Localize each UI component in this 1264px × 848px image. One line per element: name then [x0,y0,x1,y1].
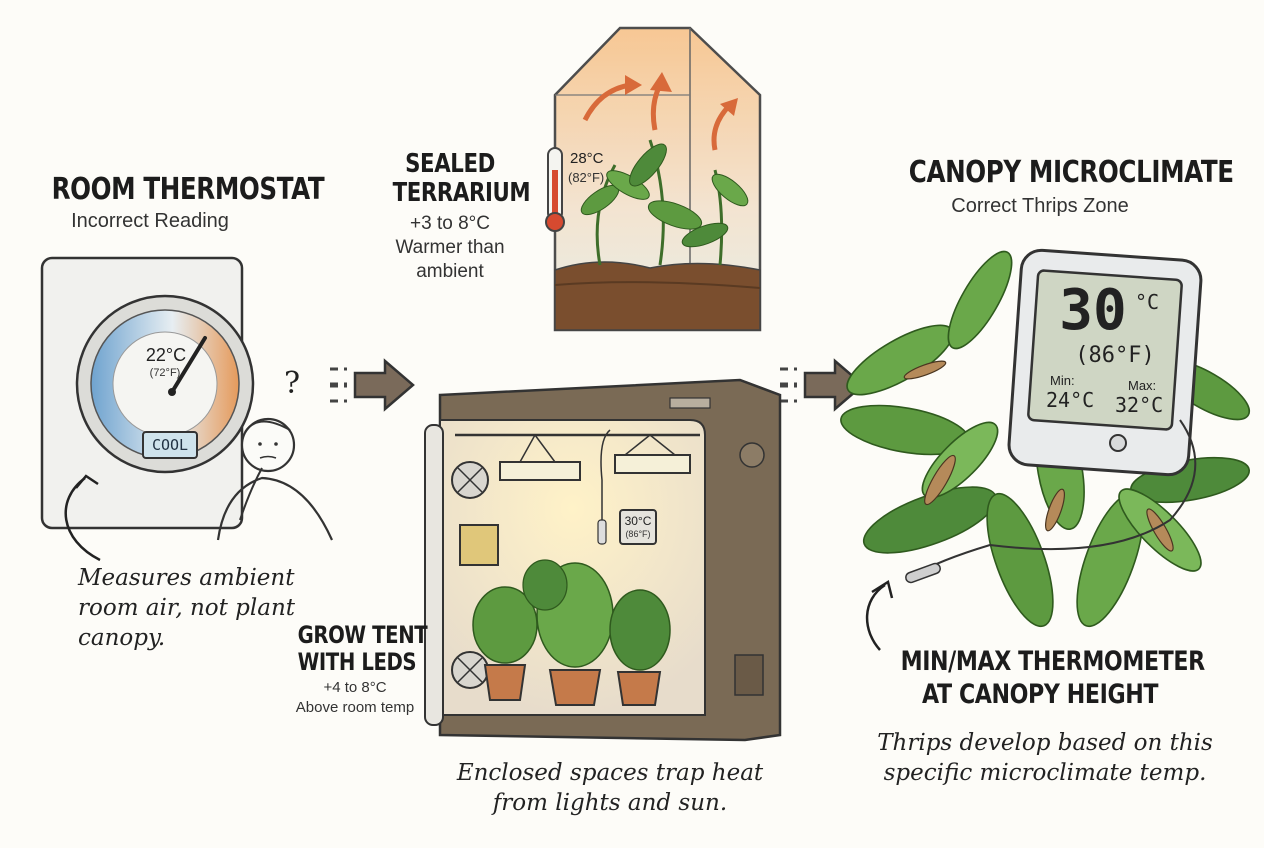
canopy-max-value: 32°C [1115,393,1164,417]
tent-display-celsius: 30°C [624,514,652,528]
dial-needle [170,336,207,394]
grow-tent-title: GROW TENT WITH LEDS [297,621,428,676]
thermostat-mode-display: COOL [151,436,189,454]
flow-arrow-right [780,358,865,412]
grow-tent-note: Enclosed spaces trap heat from lights an… [456,760,764,816]
canopy-reading-unit: °C [1135,290,1160,314]
grow-tent-detail: +4 to 8°C Above room temp [295,679,415,716]
terrarium-temp-celsius: 28°C [570,150,604,167]
room-thermostat-subtitle: Incorrect Reading [71,210,229,232]
canopy-reading-fahrenheit: (86°F) [1075,343,1155,368]
dial-fahrenheit: (72°F) [149,367,181,379]
canopy-reading-value: 30 [1059,278,1127,343]
canopy-min-value: 24°C [1046,388,1095,412]
question-mark: ? [284,366,301,401]
flow-arrow-left [330,358,415,412]
canopy-note: Thrips develop based on this specific mi… [877,730,1213,786]
canopy-subtitle: Correct Thrips Zone [951,195,1129,217]
tent-display-fahrenheit: (86°F) [625,529,651,539]
terrarium-detail: +3 to 8°C Warmer than ambient [395,213,505,282]
dial-celsius: 22°C [145,345,187,365]
canopy-max-label: Max: [1128,378,1157,393]
sensor-title: MIN/MAX THERMOMETER AT CANOPY HEIGHT [900,646,1206,710]
terrarium-temp-fahrenheit: (82°F) [568,170,605,185]
room-note: Measures ambient room air, not plant can… [78,565,296,651]
canopy-min-label: Min: [1050,373,1075,388]
